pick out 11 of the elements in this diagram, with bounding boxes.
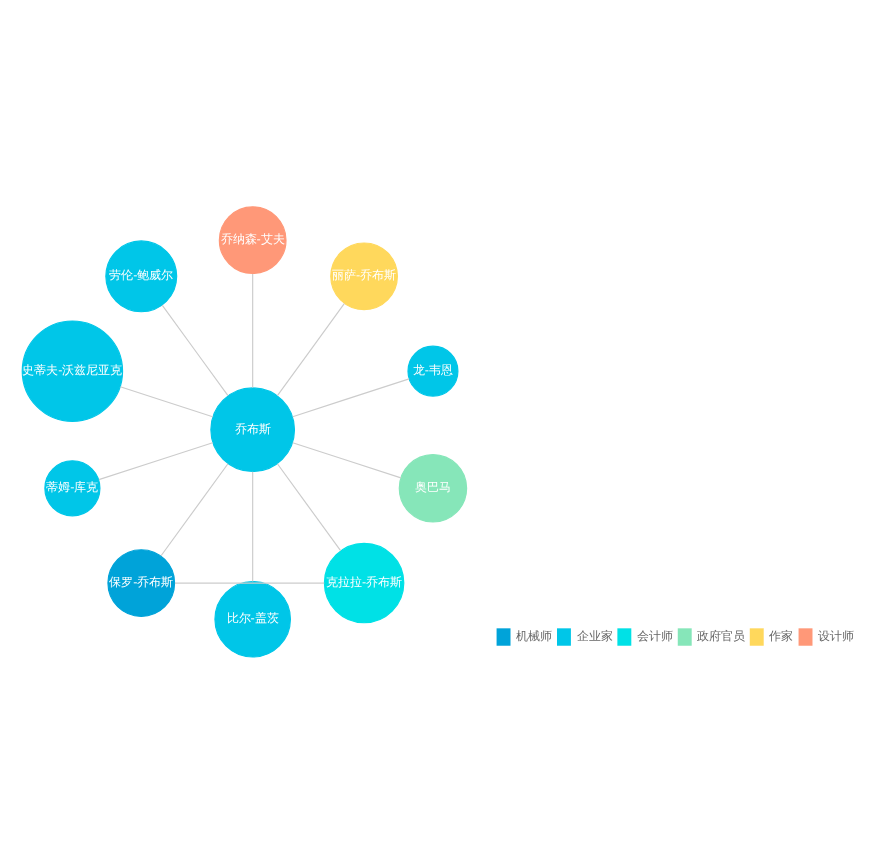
connector <box>98 442 214 481</box>
connector <box>252 273 254 389</box>
connector <box>276 303 345 397</box>
connector <box>160 463 229 557</box>
connector <box>161 304 229 397</box>
connector <box>119 386 214 418</box>
connector <box>292 442 402 479</box>
connector <box>292 378 410 418</box>
connector <box>276 463 342 552</box>
connector <box>174 582 325 584</box>
connector <box>252 471 254 583</box>
